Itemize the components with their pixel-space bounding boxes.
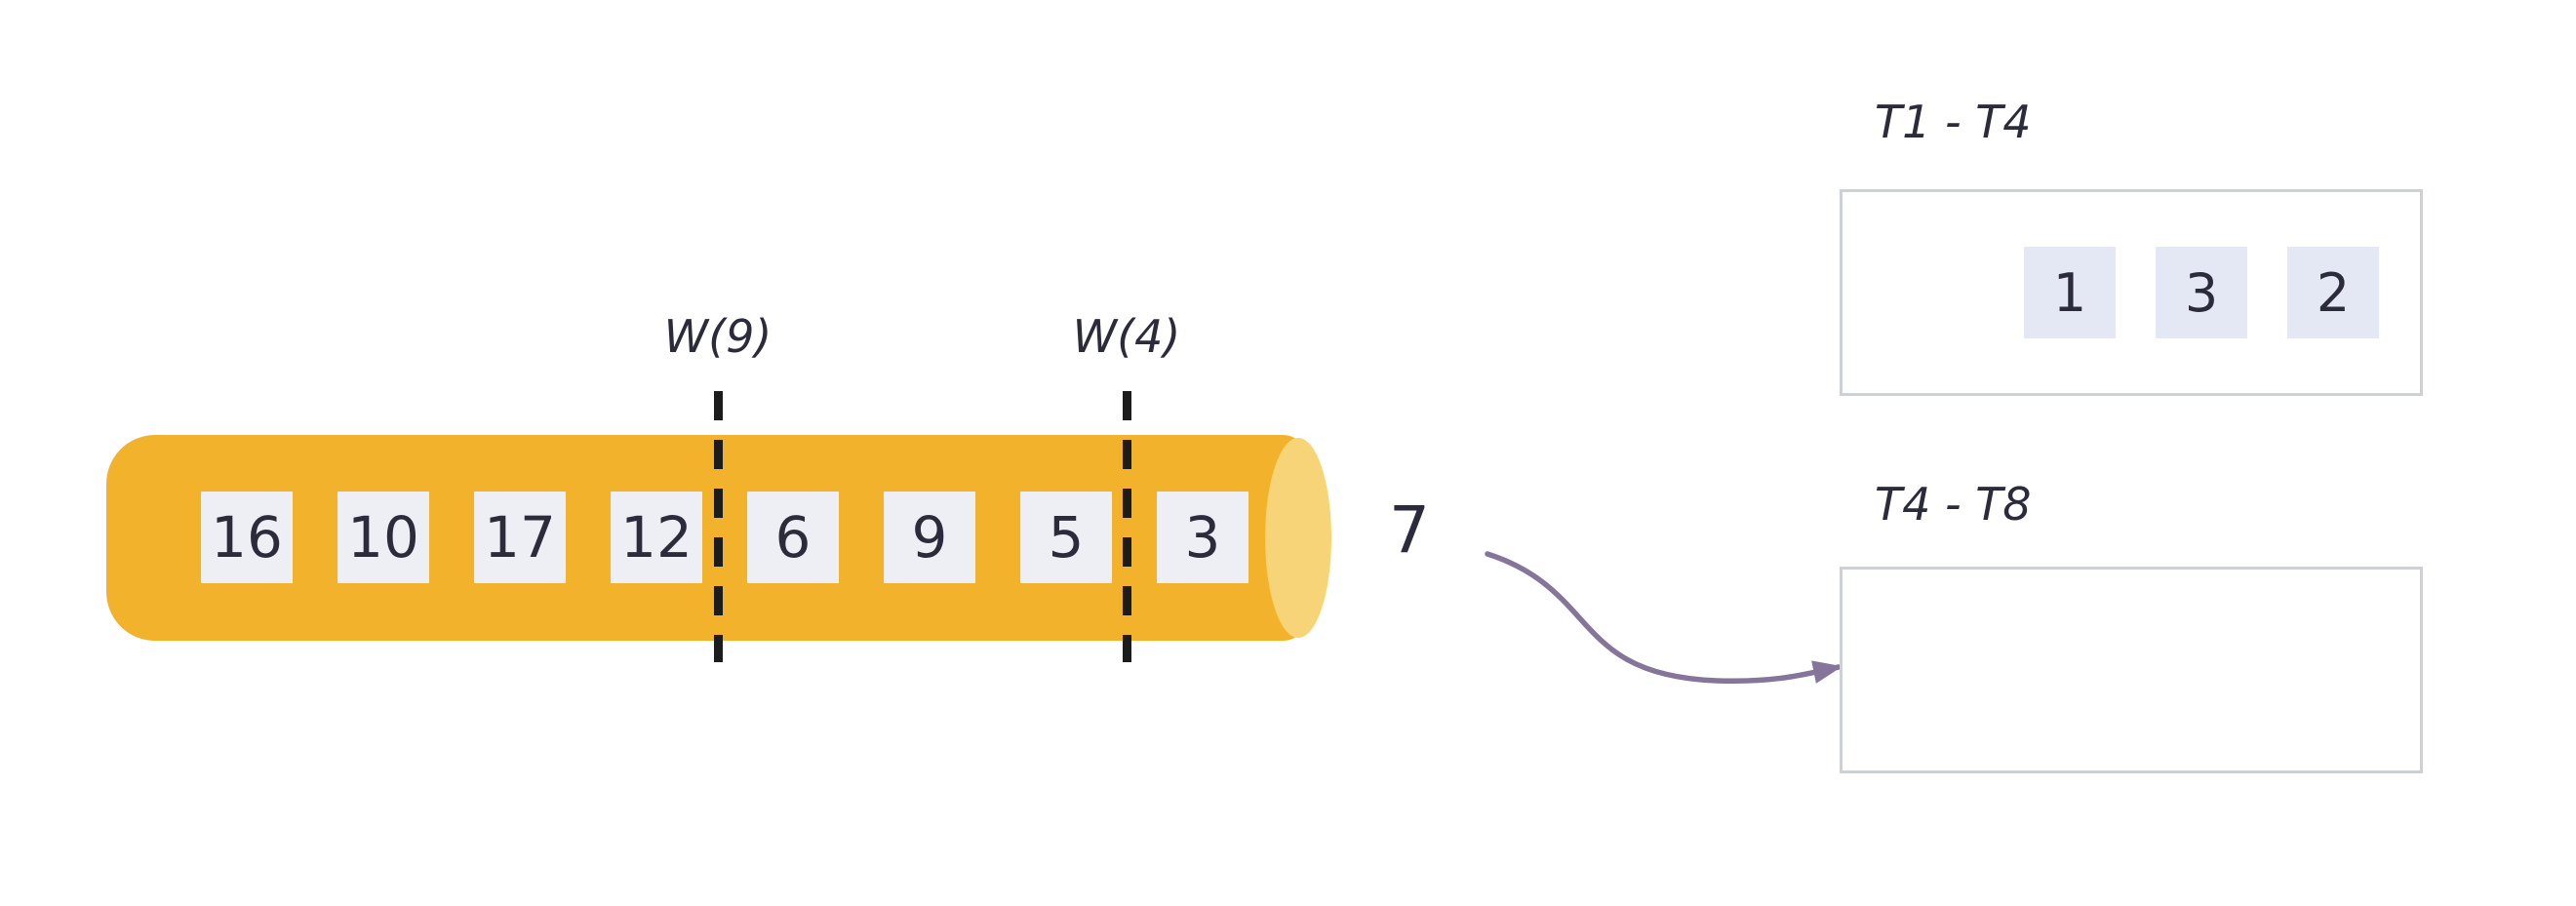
window-label-w9: W(9): [663, 310, 773, 363]
assignment-arrow: [1485, 551, 1843, 685]
stream-event-cell: 3: [1157, 492, 1248, 583]
window-panel-t1-t4: 1 3 2: [1840, 189, 2423, 396]
panel-cell-row: 1 3 2: [1843, 192, 2420, 393]
window-panel-t4-t8: [1840, 567, 2423, 773]
stream-event-cell: 16: [201, 492, 293, 583]
window-label-w4: W(4): [1072, 310, 1181, 363]
event-stream-pipe-end-cap: [1265, 438, 1331, 638]
stream-event-cell: 6: [747, 492, 839, 583]
stream-event-cell: 5: [1020, 492, 1112, 583]
stream-event-row: 16 10 17 12 6 9 5 3: [201, 492, 1248, 583]
panel-event-cell: 1: [2024, 247, 2116, 338]
stream-event-cell: 17: [474, 492, 566, 583]
window-boundary-line-w4: [1123, 391, 1131, 662]
panel-event-cell: 3: [2156, 247, 2247, 338]
incoming-event-value: 7: [1389, 492, 1430, 568]
panel-title-t4-t8: T4 - T8: [1875, 478, 2032, 531]
panel-event-cell: 2: [2287, 247, 2379, 338]
panel-title-t1-t4: T1 - T4: [1875, 96, 2032, 148]
stream-event-cell: 10: [337, 492, 429, 583]
stream-event-cell: 9: [884, 492, 975, 583]
stream-event-cell: 12: [611, 492, 702, 583]
window-boundary-line-w9: [714, 391, 723, 662]
panel-cell-row: [1843, 570, 2420, 770]
